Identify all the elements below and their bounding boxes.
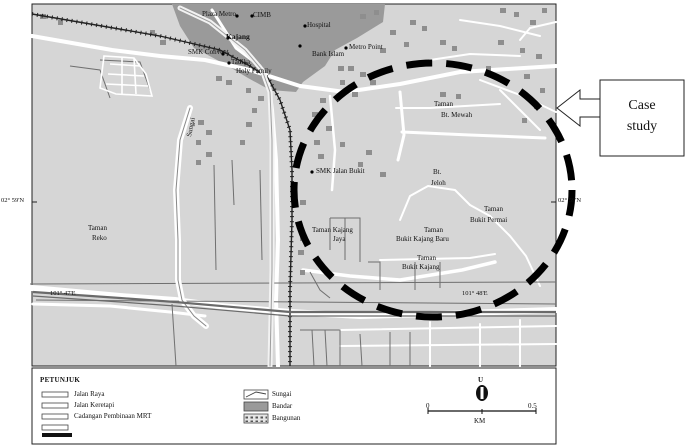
highway	[32, 290, 556, 314]
label-taman-bukit-permai-1: Taman	[484, 205, 503, 213]
label-cimb: CIMB	[253, 11, 271, 19]
label-taman-bt-mewah-1: Taman	[434, 100, 453, 108]
label-taman-bk-1: Taman	[417, 254, 436, 262]
label-taman-bk-2: Bukit Kajang	[402, 263, 440, 271]
town-area	[172, 4, 385, 92]
legend-jalan-keretapi: Jalan Keretapi	[74, 401, 115, 409]
label-plaza-metro: Plaza Metro	[202, 10, 237, 18]
legend-jalan-raya: Jalan Raya	[74, 390, 105, 398]
housing-blocks	[99, 55, 154, 97]
main-roads	[29, 8, 559, 368]
label-taman-reko-1: Taman	[88, 224, 107, 232]
legend-panel	[31, 367, 557, 445]
legend-mrt: Cadangan Pembinaan MRT	[74, 412, 152, 420]
label-taman-bukit-permai-2: Bukit Permai	[470, 216, 508, 224]
label-taman-kajang-jaya-2: Jaya	[333, 235, 346, 243]
label-bt-jeloh-2: Jeloh	[431, 179, 446, 187]
scale-end: 0.5	[528, 402, 537, 410]
label-smk-jalan-bukit: SMK Jalan Bukit	[316, 167, 365, 175]
minor-roads	[29, 59, 557, 367]
legend-bangunan: Bangunan	[272, 414, 301, 422]
callout-arrow	[556, 88, 601, 128]
callout-box	[599, 79, 685, 157]
lat-right: 02° 59'N	[558, 197, 582, 204]
building-markers	[40, 8, 547, 275]
label-metro-point: Metro Point	[349, 43, 383, 51]
lon-left: 101° 47'E	[50, 290, 76, 297]
scale-start: 0	[426, 402, 430, 410]
legend-sungai: Sungai	[272, 390, 292, 398]
label-holy-family: Holy Family	[236, 67, 272, 75]
north-label: U	[478, 376, 484, 384]
legend-bandar: Bandar	[272, 402, 293, 410]
label-kajang: Kajang	[226, 32, 250, 41]
lon-right: 101° 48'E	[462, 290, 488, 297]
place-markers	[221, 14, 348, 174]
callout-line-2: study	[626, 119, 658, 134]
scale-unit: KM	[474, 417, 486, 425]
label-bt-jeloh-1: Bt.	[433, 168, 442, 176]
label-tadika: Tadika	[231, 58, 250, 66]
label-bank-islam: Bank Islam	[312, 50, 345, 58]
case-study-ring	[290, 59, 576, 321]
callout-line-1: Case	[628, 98, 656, 113]
lat-left: 02° 59'N	[1, 197, 25, 204]
legend-title: PETUNJUK	[40, 376, 81, 384]
label-hospital: Hospital	[307, 21, 331, 29]
label-taman-kajang-jaya-1: Taman Kajang	[312, 226, 353, 234]
label-smk-convent: SMK Convent	[188, 48, 229, 56]
railway-ties	[31, 12, 294, 366]
label-taman-reko-2: Reko	[92, 234, 107, 242]
callout-text: Case study	[600, 95, 684, 137]
label-taman-bkb-1: Taman	[424, 226, 443, 234]
label-taman-bt-mewah-2: Bt. Mewah	[441, 111, 473, 119]
label-taman-bkb-2: Bukit Kajang Baru	[396, 235, 449, 243]
